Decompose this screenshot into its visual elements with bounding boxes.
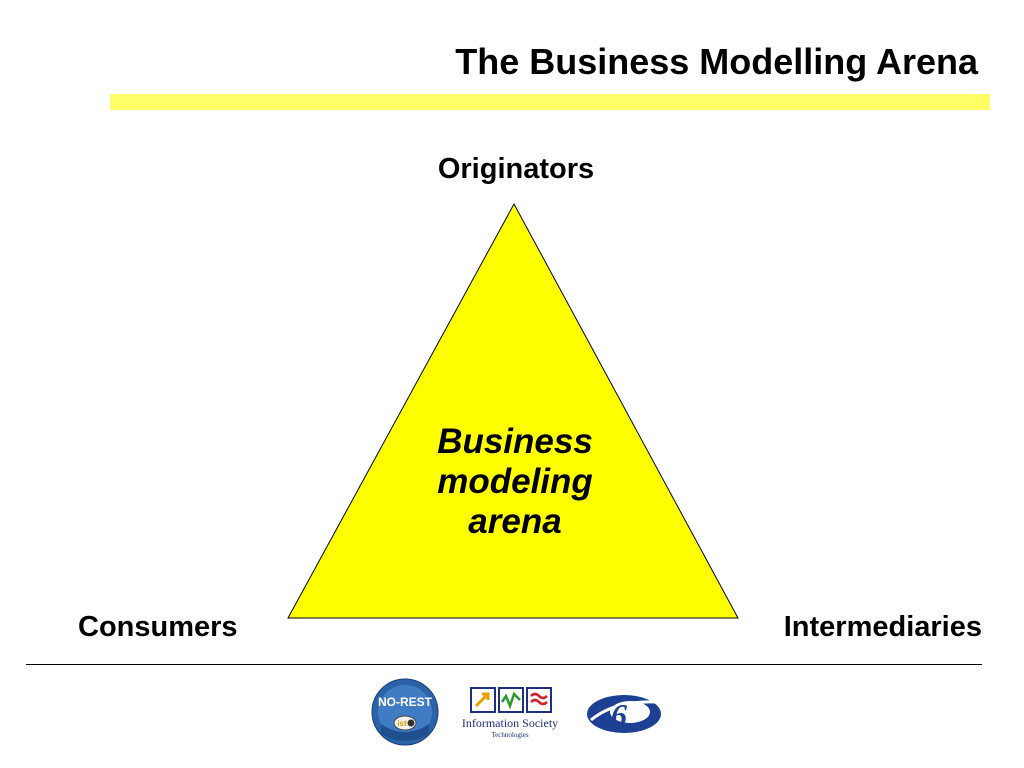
fp6-logo: 6 — [587, 695, 661, 733]
vertex-label-bottom-left: Consumers — [78, 611, 238, 643]
vertex-label-top: Originators — [437, 153, 595, 185]
center-label-line-1: Business — [437, 422, 593, 461]
slide-title: The Business Modelling Arena — [455, 41, 978, 82]
fp6-logo-text: 6 — [611, 697, 627, 733]
arena-triangle — [287, 202, 739, 619]
ist-icons — [470, 687, 552, 713]
information-society-text: Information Society — [461, 716, 559, 730]
information-society-subtext: Technologies — [491, 731, 529, 739]
center-label-line-3: arena — [468, 502, 562, 541]
vertex-label-bottom-right: Intermediaries — [783, 611, 982, 643]
footer-divider — [26, 664, 982, 665]
no-rest-logo: NO-REST ist — [371, 678, 439, 746]
title-underline-bar — [110, 94, 990, 110]
center-label-line-2: modeling — [437, 462, 593, 501]
center-label: Business modeling arena — [395, 422, 635, 542]
information-society-logo: Information Society Technologies — [456, 686, 564, 748]
no-rest-badge-text: ist — [397, 719, 407, 728]
footer-logos: NO-REST ist Information Society Technolo… — [0, 670, 1024, 768]
no-rest-logo-text: NO-REST — [378, 695, 433, 709]
